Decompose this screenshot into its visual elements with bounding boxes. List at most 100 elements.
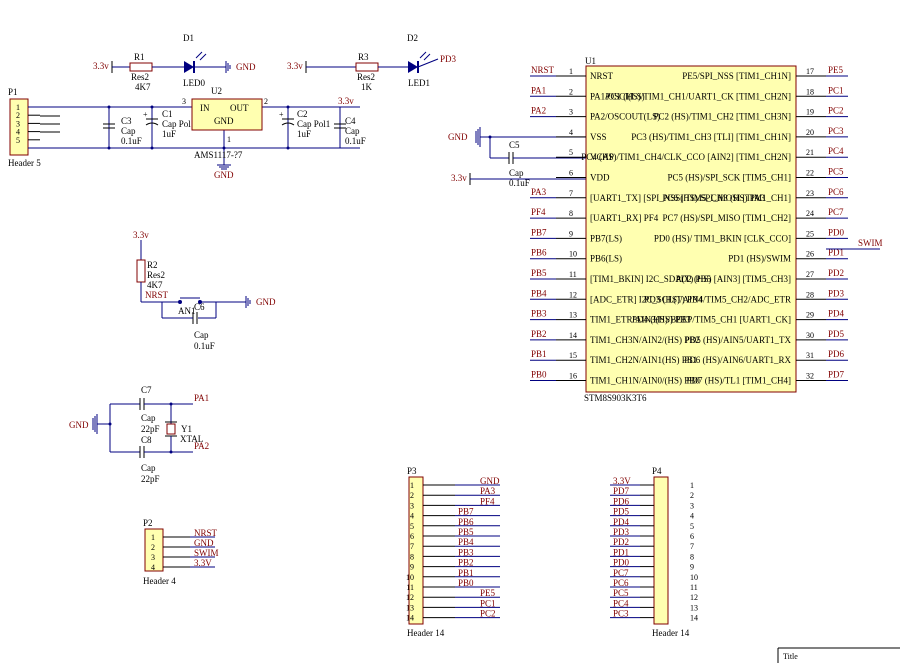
p3-pin-number: 10 [406, 573, 414, 582]
u1-ref: U1 [585, 56, 596, 66]
u1-pin-name-left: TIM1_CH2N/AIN1(HS) PB1 [590, 355, 697, 365]
c2-value: 1uF [297, 129, 311, 139]
u1-pin-number: 2 [569, 87, 573, 96]
led2-3v3-net: 3.3v [287, 61, 303, 71]
u1-pin-name-right: PC5 (HS)/SPI_SCK [TIM5_CH1] [667, 173, 791, 183]
y1-name: XTAL [180, 434, 203, 444]
c7-type: Cap [141, 413, 156, 423]
u2-gnd-net: GND [214, 170, 234, 180]
u1-pin-name-right: PD1 (HS)/SWIM [728, 254, 791, 264]
u1-pin-number: 26 [806, 250, 814, 259]
d1-name: LED0 [183, 78, 205, 88]
p3-pin-number: 13 [406, 603, 414, 612]
u1-pin-number: 13 [569, 311, 577, 320]
u1-pin-name-right: PD4 (HS)/BEEP/TIM5_CH1 [UART1_CK] [632, 315, 791, 325]
power-3v3-net: 3.3v [338, 96, 354, 106]
u1-net-label-right: PD2 [828, 268, 844, 278]
u1-pin-number: 8 [569, 209, 573, 218]
u1-net-label-left: PB2 [531, 329, 547, 339]
p4-net-label: PD3 [613, 527, 630, 537]
u2-in-label: IN [200, 103, 210, 113]
r1-value: 4K7 [135, 82, 151, 92]
crystal-gnd-net: GND [69, 420, 89, 430]
ground-symbol-u2: GND [214, 164, 234, 180]
u1-pin-number: 23 [806, 189, 814, 198]
r2-ref: R2 [147, 260, 158, 270]
regulator-u2: U2 3 2 1 IN OUT GND AMS1117-?7 [182, 86, 268, 160]
u1-pin-name-right: PD3 (HS)/AIN4/TIM5_CH2/ADC_ETR [644, 294, 791, 304]
u1-net-label-left: PB5 [531, 268, 547, 278]
u1-pin-number: 7 [569, 189, 573, 198]
p4-pin-number: 1 [690, 481, 694, 490]
u1-pin-number: 20 [806, 128, 814, 137]
c6-type: Cap [194, 330, 209, 340]
u1-pin-number: 24 [806, 209, 814, 218]
p4-net-label: PD7 [613, 486, 630, 496]
u1-pin-name-right: PD6 (HS)/AIN6/UART1_RX [684, 355, 791, 365]
p3-net-label: PB4 [458, 537, 474, 547]
p3-pin-number: 11 [406, 583, 414, 592]
c8-ref: C8 [141, 435, 152, 445]
u1-pin-name-right: PC3 (HS)/TIM1_CH3 [TLI] [TIM1_CH1N] [631, 132, 791, 142]
u2-part: AMS1117-?7 [194, 150, 243, 160]
u2-pin3: 3 [182, 97, 186, 106]
u1-pin-number: 3 [569, 108, 573, 117]
c3-type: Cap [121, 126, 136, 136]
c3-value: 0.1uF [121, 136, 142, 146]
p3-name: Header 14 [407, 628, 445, 638]
u2-pin2: 2 [264, 97, 268, 106]
u1-pin-number: 21 [806, 148, 814, 157]
u1-net-label-right: PD6 [828, 349, 845, 359]
p2-net-label: GND [194, 538, 214, 548]
c2-ref: C2 [297, 109, 308, 119]
p3-pin-number: 5 [410, 522, 414, 531]
p2-net-label: NRST [194, 528, 218, 538]
crystal-pa2-net: PA2 [194, 441, 209, 451]
p3-pin-number: 12 [406, 593, 414, 602]
p4-net-label: 3.3V [613, 476, 631, 486]
c3-ref: C3 [121, 116, 132, 126]
p3-pin-number: 4 [410, 512, 414, 521]
p3-pin-number: 9 [410, 563, 414, 572]
p4-pin-number: 3 [690, 501, 694, 510]
u1-net-label-left: PA2 [531, 106, 546, 116]
p4-pin-number: 4 [690, 512, 694, 521]
u1-pin-name-right: PC2 (HS)/TIM1_CH2 [TIM1_CH3N] [653, 112, 791, 122]
p1-pin-number: 1 [16, 103, 20, 112]
reset-circuit: 3.3v R2 Res2 4K7 NRST AN1 C6 Cap 0.1uF G… [133, 230, 276, 351]
c4-value: 0.1uF [345, 136, 366, 146]
p3-net-label: PC2 [480, 609, 496, 619]
svg-text:+: + [143, 110, 148, 119]
c5-value: 0.1uF [509, 178, 530, 188]
p3-net-label: PB7 [458, 507, 474, 517]
p3-pin-number: 3 [410, 501, 414, 510]
u1-pin-number: 14 [569, 331, 577, 340]
u1-pin-number: 28 [806, 290, 814, 299]
p3-pin-number: 2 [410, 491, 414, 500]
u1-pin-number: 5 [569, 148, 573, 157]
c2-type: Cap Pol1 [297, 119, 330, 129]
u1-pin-name-left: PA1/OSCI(LS) [590, 91, 645, 101]
u1-pin-name-right: PC7 (HS)/SPI_MISO [TIM1_CH2] [662, 213, 791, 223]
swim-net: SWIM [858, 238, 883, 248]
p4-net-label: PD4 [613, 517, 630, 527]
p4-net-label: PD1 [613, 547, 629, 557]
c8-value: 22pF [141, 474, 160, 484]
p1-pin-number: 3 [16, 119, 20, 128]
p3-net-label: PB0 [458, 578, 474, 588]
u1-pin-number: 30 [806, 331, 814, 340]
u2-out-label: OUT [230, 103, 249, 113]
u1-net-label-left: PA1 [531, 85, 546, 95]
u1-net-label-right: PD3 [828, 288, 845, 298]
p4-pin-number: 9 [690, 563, 694, 572]
p4-net-label: PD5 [613, 507, 630, 517]
p4-pin-number: 7 [690, 542, 694, 551]
u1-pin-name-right: PD7 (HS)/TL1 [TIM1_CH4] [687, 376, 792, 386]
u1-pin-number: 17 [806, 67, 814, 76]
p3-pin-number: 8 [410, 552, 414, 561]
d2-name: LED1 [408, 78, 430, 88]
p2-pin-number: 4 [151, 563, 155, 572]
p4-net-label: PC7 [613, 568, 629, 578]
c1-type: Cap Pol1 [162, 119, 195, 129]
